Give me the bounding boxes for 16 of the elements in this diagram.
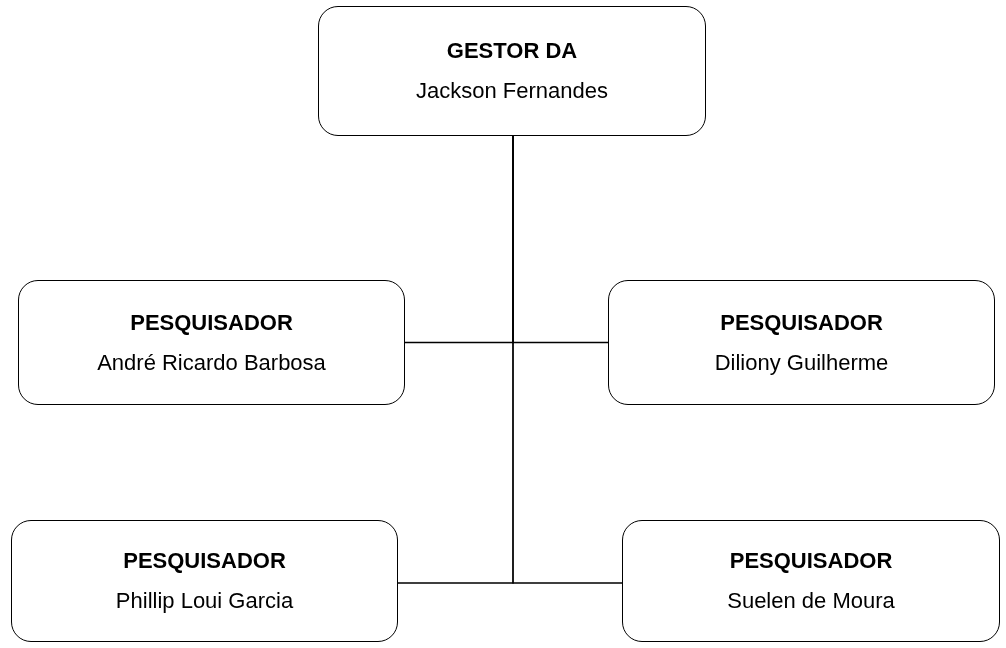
org-box	[622, 520, 1000, 642]
person-name: Phillip Loui Garcia	[115, 588, 294, 614]
role-title: PESQUISADOR	[130, 309, 293, 336]
org-box	[318, 6, 706, 136]
person-name: Diliony Guilherme	[714, 349, 889, 376]
role-title: GESTOR DA	[446, 38, 578, 64]
person-name: Jackson Fernandes	[416, 78, 608, 104]
connector-line	[512, 135, 623, 584]
org-box	[18, 280, 405, 405]
org-box	[608, 280, 995, 405]
role-title: PESQUISADOR	[729, 548, 893, 574]
role-title: PESQUISADOR	[720, 309, 883, 336]
role-title: PESQUISADOR	[123, 548, 286, 574]
person-name: Suelen de Moura	[727, 588, 895, 614]
org-box	[11, 520, 398, 642]
person-name: André Ricardo Barbosa	[97, 349, 326, 376]
